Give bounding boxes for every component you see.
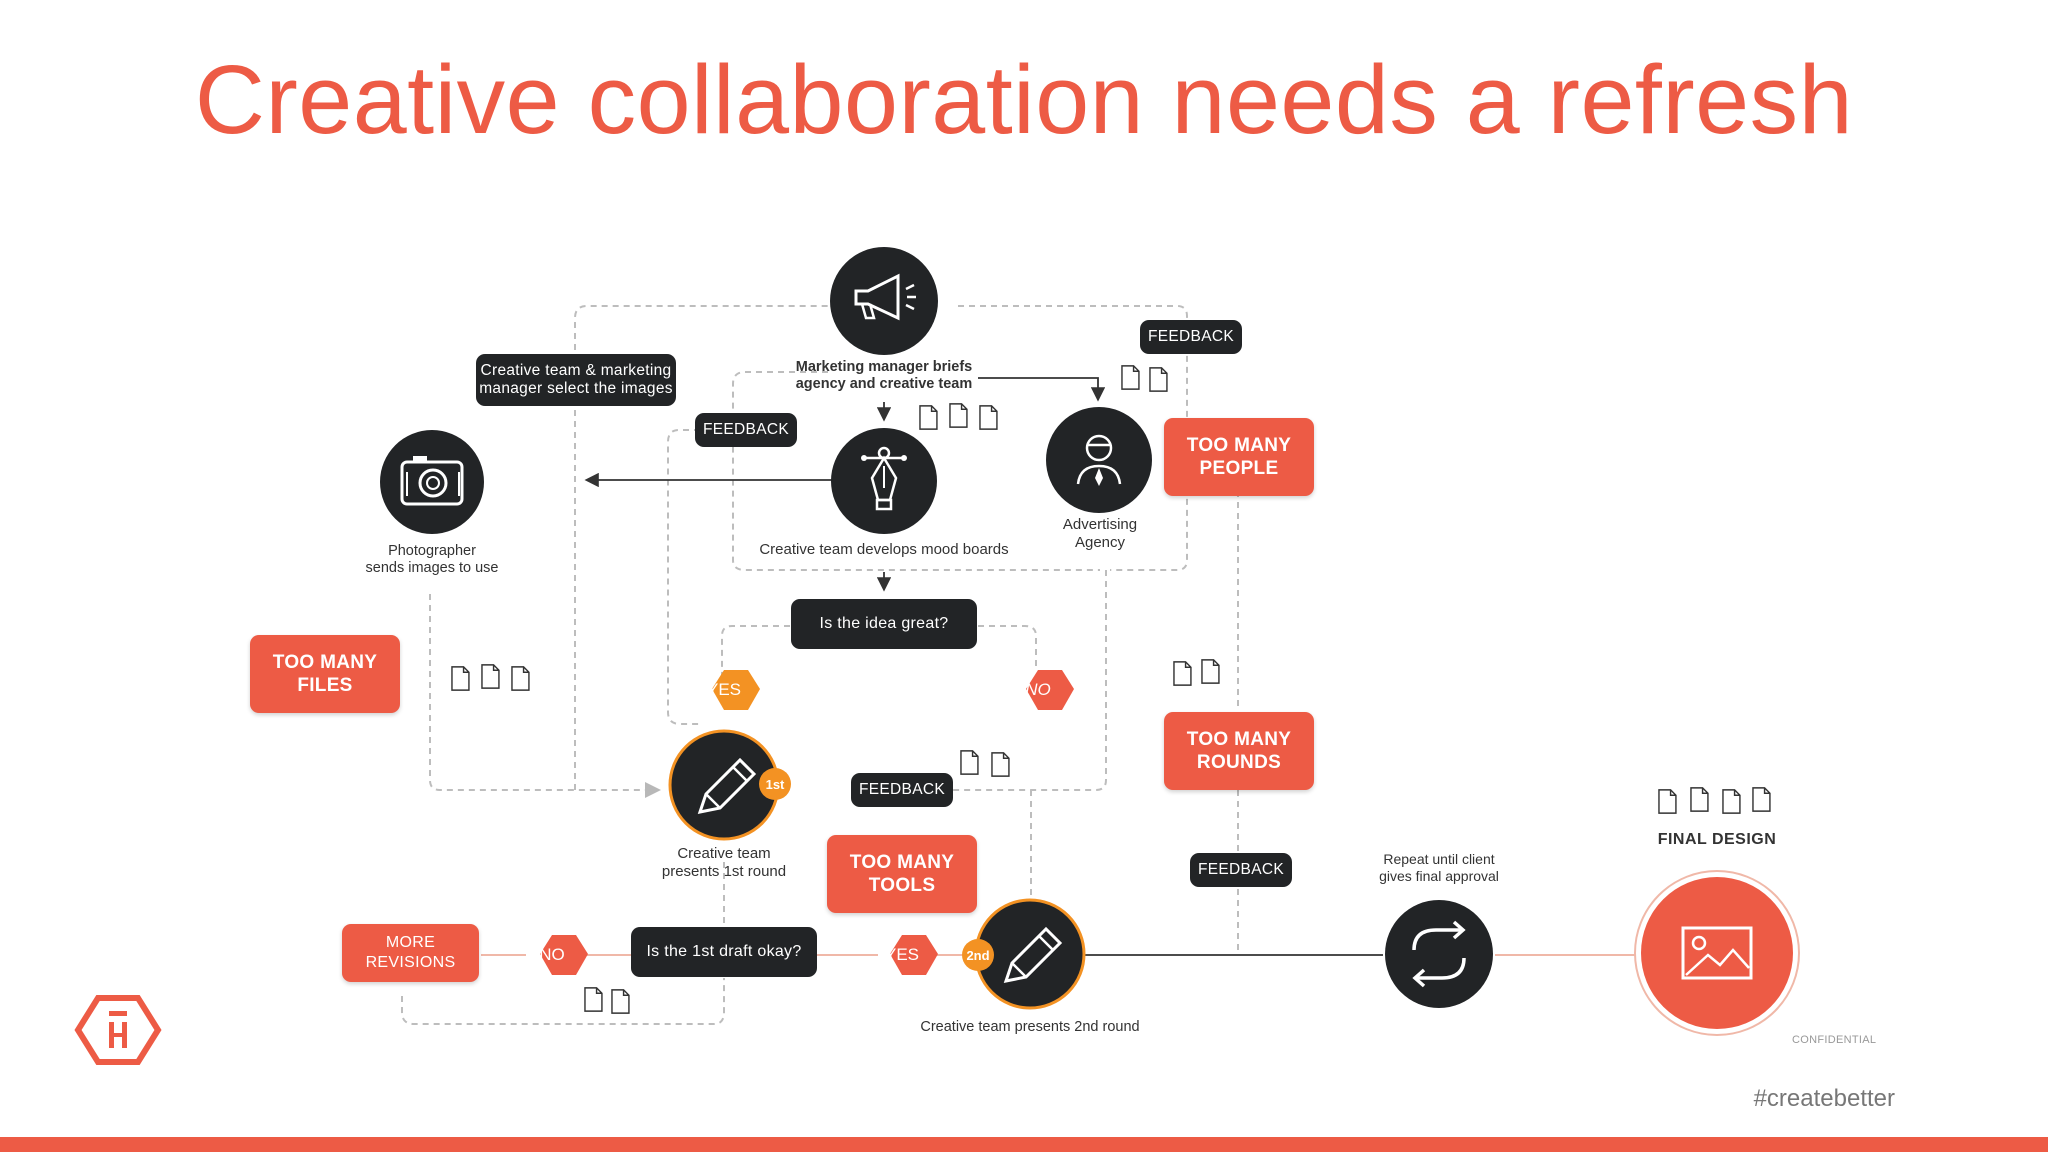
hashtag-label: #createbetter <box>1753 1085 1895 1112</box>
repeat-arrows-icon <box>1385 900 1493 1008</box>
first-round-caption-line1: Creative team <box>677 845 771 862</box>
first-round-caption: Creative team presents 1st round <box>634 845 814 881</box>
pen-nib-icon <box>831 428 937 534</box>
too-many-tools-line1: TOO MANY <box>849 851 955 873</box>
second-badge-label: 2nd <box>966 947 990 963</box>
final-design-label: FINAL DESIGN <box>1657 831 1777 848</box>
first-round-badge <box>759 768 791 800</box>
second-round-badge <box>962 939 994 971</box>
too-many-rounds-line2: ROUNDS <box>1196 752 1282 773</box>
select-images-line1: Creative team & marketing <box>480 362 672 380</box>
more-revisions-badge: MORE REVISIONS <box>342 924 479 982</box>
first-badge-label: 1st <box>765 776 785 792</box>
file-icon-cluster <box>451 664 530 691</box>
hive-logo-icon <box>74 995 162 1065</box>
agency-caption: Advertising Agency <box>1040 516 1160 552</box>
mood-boards-caption: Creative team develops mood boards <box>759 541 1009 558</box>
first-round-caption-line2: presents 1st round <box>661 863 787 880</box>
no-top-hexagon <box>1026 670 1074 710</box>
photographer-caption-line1: Photographer <box>388 543 476 559</box>
solid-connectors <box>584 377 1383 956</box>
yes-top-label: YES <box>706 680 742 699</box>
yes-bottom-label: YES <box>884 945 920 964</box>
repeat-caption-line1: Repeat until client <box>1383 851 1495 867</box>
marketing-caption-line1: Marketing manager briefs <box>795 359 973 375</box>
confidential-label: CONFIDENTIAL <box>1792 1034 1877 1046</box>
idea-great-decision: Is the idea great? <box>791 599 977 649</box>
dashed-connectors <box>401 305 1239 1025</box>
too-many-rounds-line1: TOO MANY <box>1186 728 1292 750</box>
photographer-caption: Photographer sends images to use <box>342 543 522 578</box>
feedback-pill-right: FEEDBACK <box>1190 853 1292 887</box>
feedback-pill-mid: FEEDBACK <box>851 773 953 807</box>
page-title: Creative collaboration needs a refresh <box>194 45 1854 154</box>
more-revisions-line2: REVISIONS <box>365 954 456 971</box>
image-icon <box>1634 870 1800 1036</box>
pencil-icon <box>668 729 780 841</box>
marketing-caption-line2: agency and creative team <box>795 376 973 393</box>
no-bottom-label: NO <box>539 945 565 964</box>
no-top-label: NO <box>1025 680 1051 699</box>
megaphone-icon <box>830 247 938 355</box>
advertiser-person-icon <box>1046 407 1152 513</box>
marketing-manager-caption: Marketing manager briefs agency and crea… <box>764 359 1004 394</box>
file-icon-cluster <box>919 403 998 430</box>
too-many-files-line1: TOO MANY <box>272 651 378 673</box>
file-icon-cluster <box>1173 659 1220 686</box>
select-images-line2: manager select the images <box>479 380 673 397</box>
file-icon-cluster <box>960 750 1010 777</box>
too-many-tools-line2: TOOLS <box>868 875 936 896</box>
repeat-caption: Repeat until client gives final approval <box>1349 851 1529 885</box>
feedback-pill-left: FEEDBACK <box>695 413 797 447</box>
camera-icon <box>380 430 484 534</box>
feedback-pill-top: FEEDBACK <box>1140 320 1242 354</box>
second-round-caption: Creative team presents 2nd round <box>920 1019 1140 1035</box>
yes-top-hexagon <box>712 670 760 710</box>
no-bottom-hexagon <box>540 935 588 975</box>
agency-caption-line1: Advertising <box>1062 516 1138 533</box>
agency-caption-line2: Agency <box>1074 534 1126 551</box>
first-draft-decision: Is the 1st draft okay? <box>631 927 817 977</box>
file-icon-cluster <box>1121 365 1168 392</box>
file-icon-cluster <box>584 987 630 1014</box>
yes-bottom-hexagon <box>890 935 938 975</box>
photographer-caption-line2: sends images to use <box>365 560 499 577</box>
file-icon-cluster <box>1658 787 1771 814</box>
too-many-people-line1: TOO MANY <box>1186 434 1292 456</box>
too-many-files-line2: FILES <box>297 675 353 696</box>
bottom-accent-bar <box>0 1137 2048 1152</box>
repeat-caption-line2: gives final approval <box>1379 867 1499 884</box>
too-many-people-line2: PEOPLE <box>1199 458 1279 479</box>
more-revisions-line1: MORE <box>385 934 436 952</box>
